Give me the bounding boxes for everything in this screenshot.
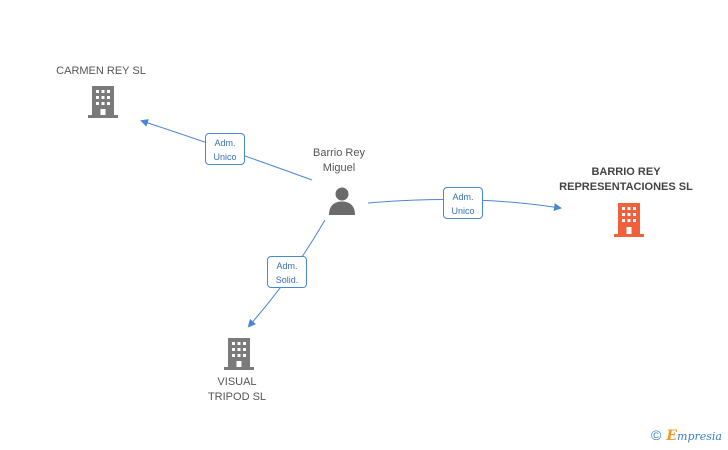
building-icon[interactable] [223, 336, 255, 370]
building-icon[interactable] [613, 201, 645, 237]
brand-initial: E [666, 428, 678, 444]
company-label-carmen-rey[interactable]: CARMEN REY SL [56, 65, 146, 77]
role-badge-adm-unico: Adm. Unico [205, 133, 245, 165]
copyright-symbol: © [650, 427, 662, 443]
person-label-barrio-rey-miguel[interactable]: Barrio Rey Miguel [313, 147, 365, 174]
person-icon[interactable] [327, 186, 357, 216]
company-label-visual-tripod[interactable]: VISUAL TRIPOD SL [207, 376, 267, 403]
role-badge-adm-solid: Adm. Solid. [267, 256, 307, 288]
company-label-barrio-rey-representaciones[interactable]: BARRIO REY REPRESENTACIONES SL [559, 166, 693, 193]
building-icon[interactable] [87, 84, 119, 118]
copyright-brand: © Empresia [651, 427, 722, 444]
brand-name: mpresia [677, 430, 722, 443]
role-badge-adm-unico: Adm. Unico [443, 187, 483, 219]
